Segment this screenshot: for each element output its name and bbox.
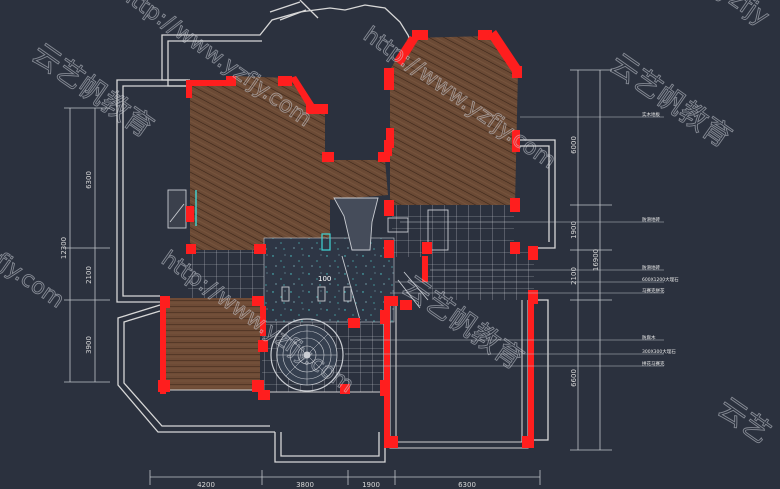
wood-floor-areas (163, 36, 518, 390)
annotation-leader-lines (325, 116, 664, 367)
wood-floor-right (390, 36, 518, 205)
tile-area-left-strip (188, 250, 266, 298)
annotation-parquet-mosaic: 拼花马赛克 (642, 360, 665, 367)
dim-right-6600: 6600 (570, 369, 578, 387)
dim-right-2100: 2100 (570, 267, 578, 285)
dim-left-3900: 3900 (85, 336, 93, 354)
dim-left-2100: 2100 (85, 266, 93, 284)
dim-bottom-4200: 4200 (197, 481, 215, 489)
dim-right-6000: 6000 (570, 136, 578, 154)
watermark-fragment-brand: 云艺 (712, 391, 777, 450)
watermark-brand-2: 云艺帆教育 (604, 47, 738, 154)
round-feature (270, 318, 344, 392)
left-dimension-lines (64, 107, 110, 383)
mosaic-hall (263, 237, 395, 323)
annotation-nonslip-tile-1: 防滑地砖 (642, 216, 660, 223)
watermark-fragment-yzfjy: yzfjy (713, 0, 775, 31)
outer-outline (116, 0, 556, 463)
annotation-nonslip-tile-2: 防滑地砖 (642, 264, 660, 271)
dim-bottom-1900: 1900 (362, 481, 380, 489)
dim-right-1900: 1900 (570, 221, 578, 239)
dim-left-12300: 12300 (60, 237, 68, 259)
bottom-dimension-lines (149, 470, 541, 485)
tile-area-right-mid (428, 252, 534, 300)
dim-left-6300: 6300 (85, 171, 93, 189)
annotation-mosaic-parquet: 马赛克拼花 (642, 287, 665, 294)
interior-details (167, 189, 449, 321)
annotation-marble-300x300: 300X300大理石 (642, 348, 676, 355)
room-number-label: 100 (318, 275, 331, 283)
dim-right-16900: 16900 (592, 249, 600, 271)
annotation-wood-floor: 实木地板 (642, 111, 660, 118)
annotation-marble-600x1200: 600X1200大理石 (642, 276, 679, 283)
dim-bottom-3800: 3800 (296, 481, 314, 489)
watermark-brand-1: 云艺帆教育 (26, 37, 160, 144)
wood-floor-lower-left (163, 298, 260, 390)
dim-bottom-6300: 6300 (458, 481, 476, 489)
red-walls (158, 30, 538, 448)
annotation-anticorrosive-wood: 防腐木 (642, 334, 656, 341)
tile-area-right-top (392, 205, 514, 257)
right-dimension-lines (570, 69, 612, 451)
watermark-fragment-com: fjy.com (0, 248, 69, 313)
wood-floor-left (190, 76, 388, 250)
